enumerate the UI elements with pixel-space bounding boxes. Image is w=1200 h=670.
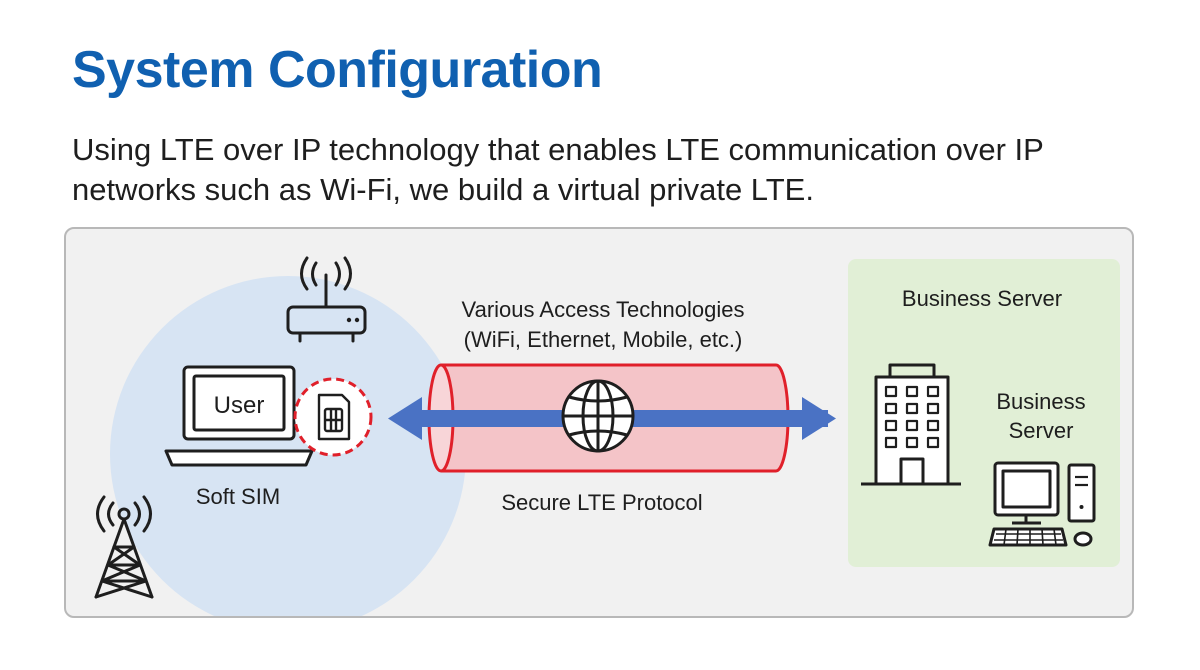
access-technologies-label: Various Access Technologies <box>462 297 745 322</box>
secure-lte-protocol-label: Secure LTE Protocol <box>501 490 702 515</box>
globe-icon <box>561 379 635 453</box>
wifi-router-icon <box>286 256 367 343</box>
cell-tower-icon <box>94 495 154 599</box>
system-diagram: User Soft SIM <box>94 256 1120 616</box>
page-subtitle: Using LTE over IP technology that enable… <box>72 132 1044 207</box>
business-server-label-line1: Business <box>996 389 1085 414</box>
sim-card-icon <box>317 393 351 441</box>
office-building-icon <box>861 363 961 486</box>
server-zone-label: Business Server <box>902 286 1062 311</box>
desktop-computer-icon <box>988 461 1096 547</box>
business-server-label-line2: Server <box>1009 418 1074 443</box>
page-title: System Configuration <box>72 41 603 99</box>
laptop-label: User <box>214 392 265 419</box>
soft-sim-label: Soft SIM <box>196 484 280 509</box>
diagram-panel: User Soft SIM <box>64 227 1134 618</box>
access-technologies-examples: (WiFi, Ethernet, Mobile, etc.) <box>464 327 743 352</box>
laptop-icon <box>164 365 314 467</box>
